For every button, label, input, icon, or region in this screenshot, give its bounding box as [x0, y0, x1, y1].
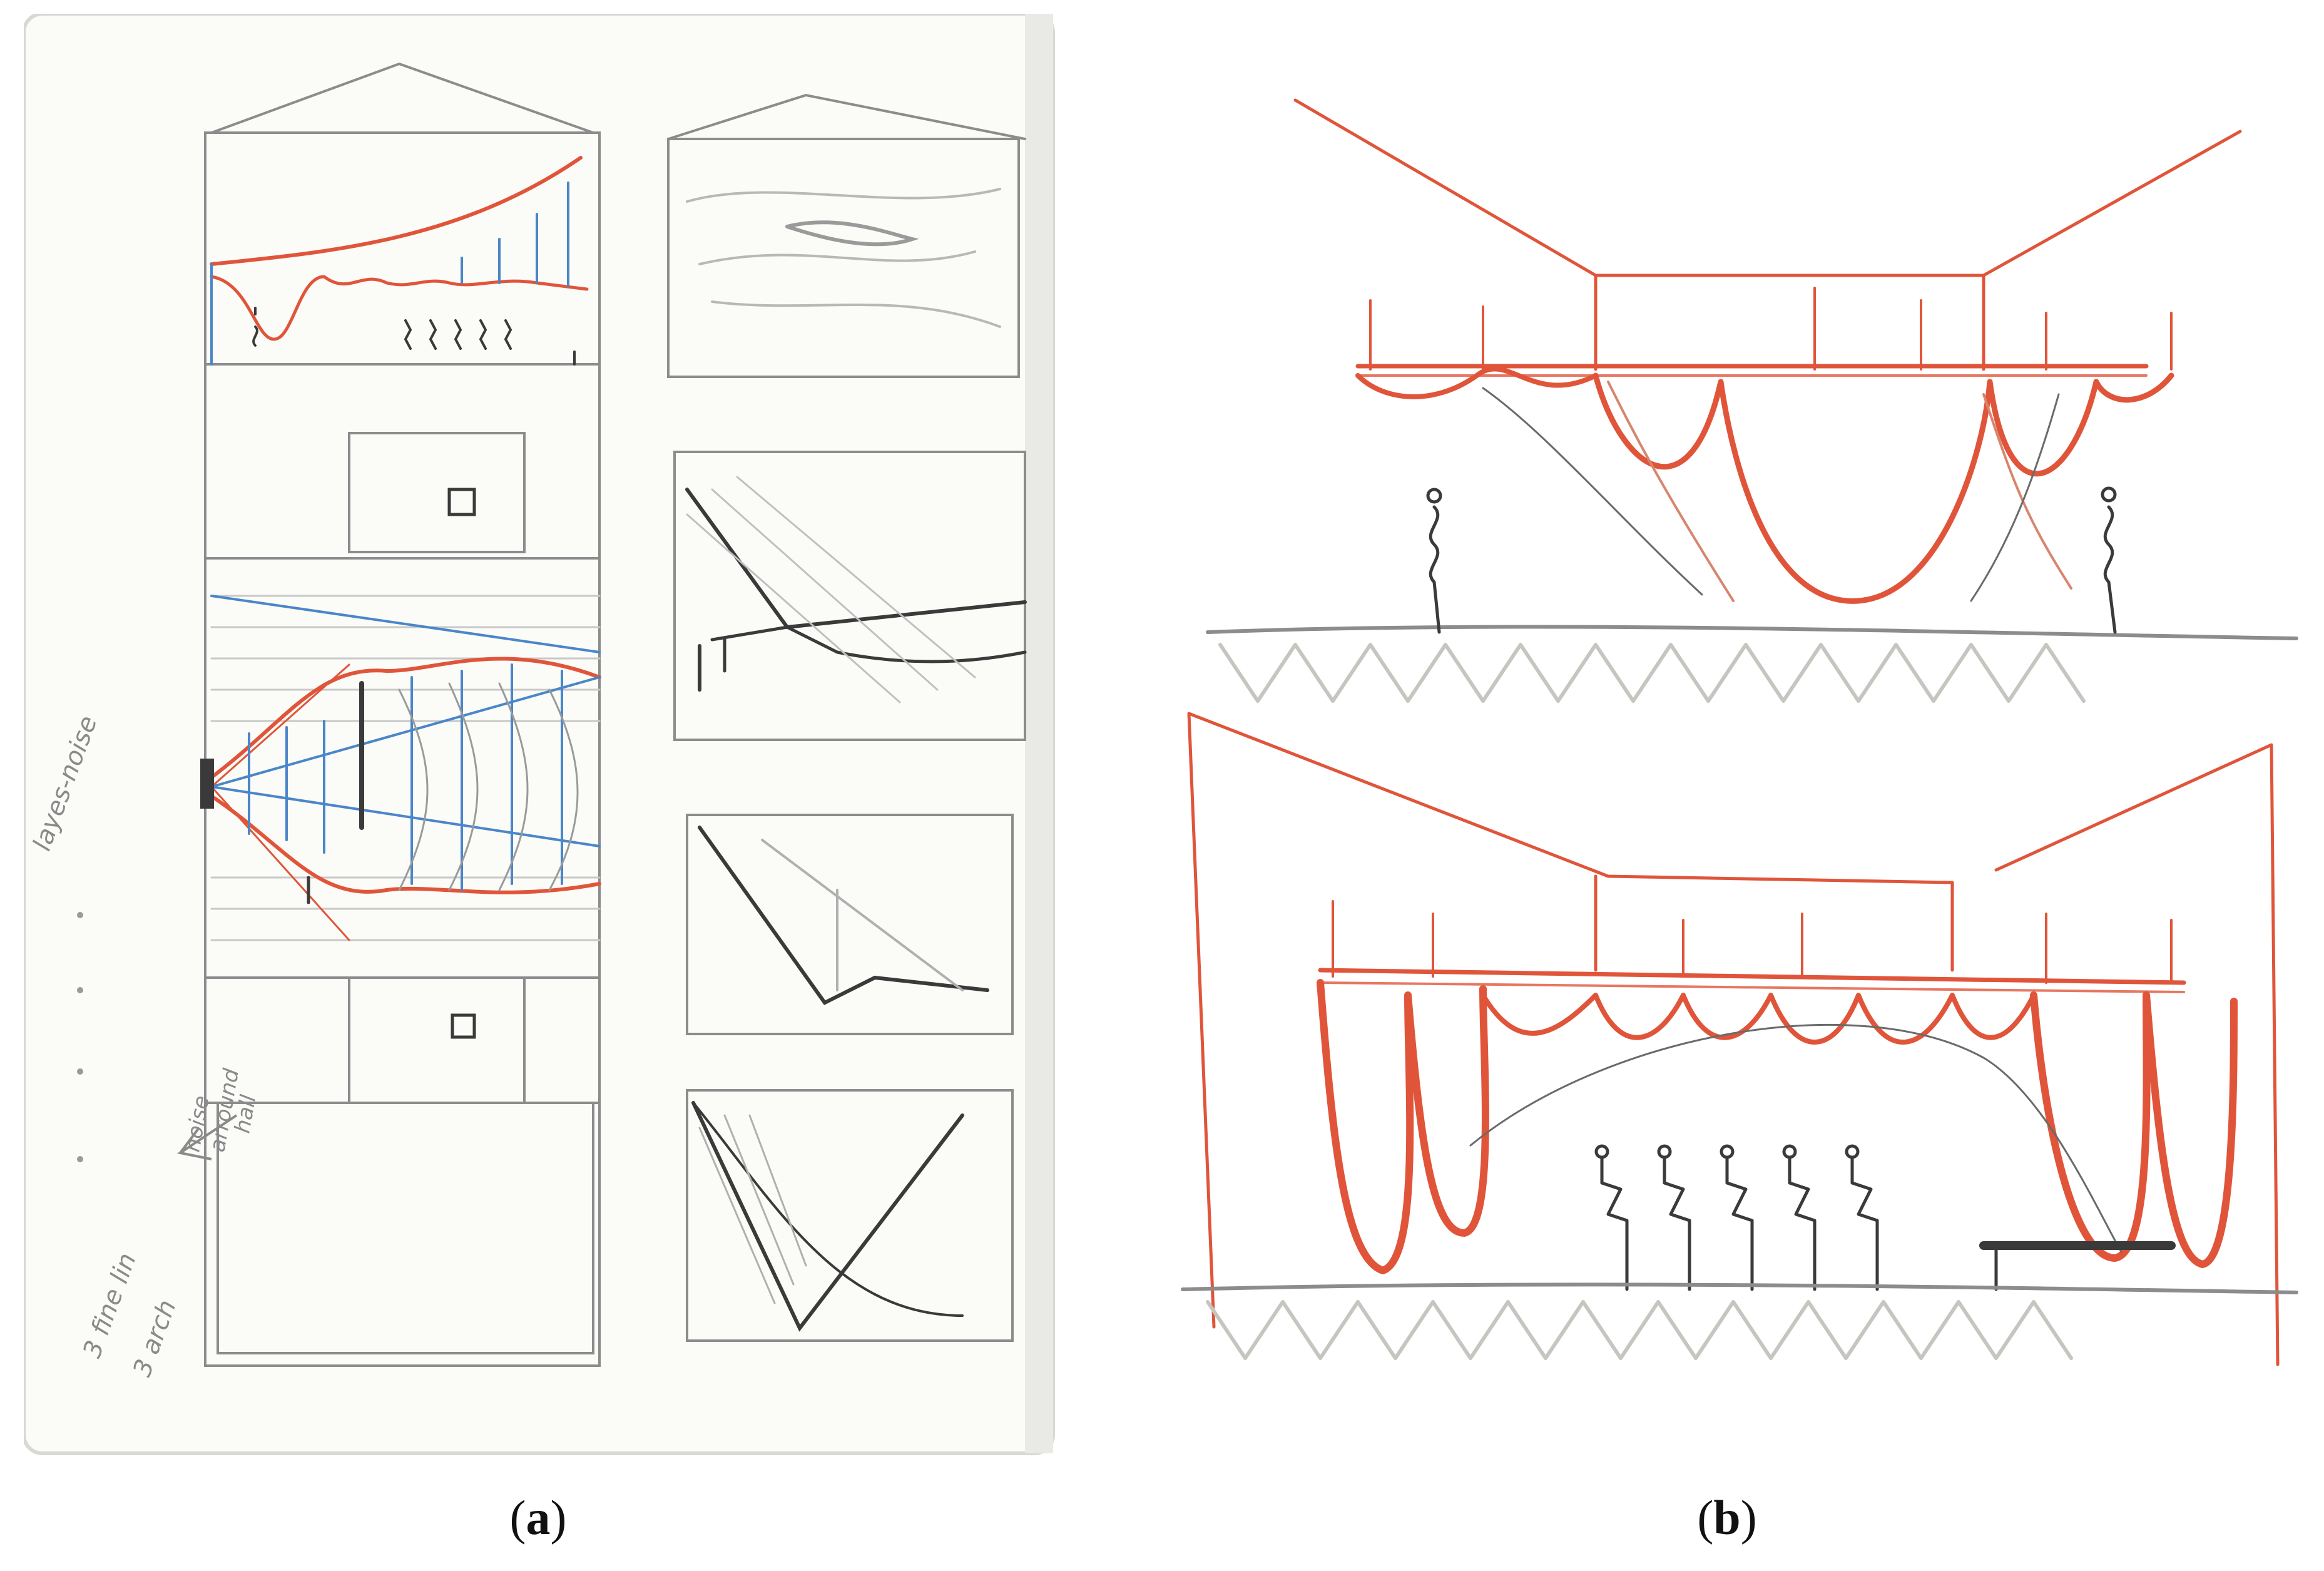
sketch-panel-b [1170, 81, 2321, 1433]
sketch-frame-4 [686, 1089, 1014, 1342]
caption-panel-a: (a) [413, 1490, 663, 1546]
right-column-sketches [667, 93, 1027, 1342]
room-plan-bottom [217, 1102, 594, 1354]
left-column-frame [204, 131, 601, 1367]
notebook-sketch-svg: layes-noise noise arround hall 3 fine li… [24, 14, 1055, 1455]
section-top-left [210, 156, 589, 1039]
arrow-glyph [176, 1114, 238, 1160]
caption-a-letter: a [526, 1490, 551, 1545]
caption-b-close: ) [1740, 1490, 1757, 1545]
page-shadow [1025, 14, 1053, 1453]
left-column-roof [210, 62, 594, 134]
sketch-panel-a: layes-noise noise arround hall 3 fine li… [24, 14, 1056, 1477]
sketch-frame-3 [686, 814, 1014, 1035]
notebook-page [24, 14, 1055, 1455]
caption-a-open: ( [509, 1490, 526, 1545]
caption-b-open: ( [1697, 1490, 1714, 1545]
caption-b-letter: b [1713, 1490, 1741, 1545]
section-upper [1206, 98, 2298, 703]
canopy-sections-svg [1181, 98, 2298, 1366]
caption-a-close: ) [550, 1490, 567, 1545]
caption-panel-b: (b) [1602, 1490, 1852, 1546]
sketch-frame-1 [667, 138, 1020, 378]
section-lower [1181, 712, 2298, 1366]
sketch-frame-2 [673, 451, 1026, 741]
funnel-plan [200, 595, 601, 941]
room-plan-upper [348, 432, 526, 553]
